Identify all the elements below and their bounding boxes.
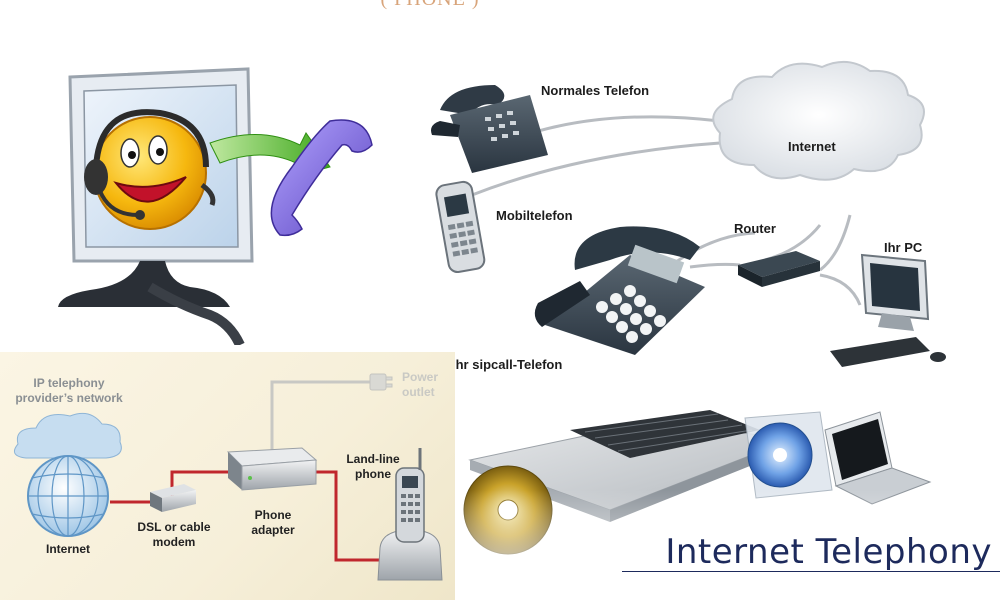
- router-icon: [738, 251, 820, 287]
- desktop-pc-icon: [830, 253, 946, 367]
- label-internet: Internet: [45, 542, 90, 556]
- voip-illustration: [30, 55, 400, 348]
- laptop-keyboard-illustration: [460, 400, 1000, 600]
- keyboard-icon: [570, 410, 760, 458]
- label-provider-network-line1: IP telephony: [33, 376, 105, 390]
- power-plug-icon: [369, 373, 393, 391]
- adapter-diagram-graphic: [13, 373, 443, 581]
- label-landline-phone-line2: phone: [355, 467, 391, 481]
- label-router: Router: [734, 221, 776, 236]
- label-provider-network-line2: provider’s network: [15, 391, 123, 405]
- label-power-outlet-line2: outlet: [402, 385, 435, 399]
- label-phone-adapter-line2: adapter: [251, 523, 295, 537]
- label-phone-adapter-line1: Phone: [254, 508, 292, 522]
- label-modem-line1: DSL or cable: [137, 520, 211, 534]
- illustration-caption: Internet Telephony: [665, 532, 992, 572]
- label-modem: DSL or cable modem: [130, 520, 218, 550]
- caption-underline: [622, 571, 1000, 572]
- connection-lines: [471, 115, 862, 306]
- label-landline-phone: Land-line phone: [338, 452, 408, 482]
- modem-icon: [150, 484, 196, 512]
- internet-cloud-icon: [712, 60, 925, 181]
- label-landline-phone-line1: Land-line: [346, 452, 400, 466]
- label-internet-cloud: Internet: [788, 139, 836, 154]
- label-normal-phone: Normales Telefon: [541, 83, 650, 98]
- phone-adapter-diagram: IP telephony provider’s network Internet…: [0, 352, 455, 600]
- sipcall-diagram-graphic: [431, 60, 946, 367]
- label-modem-line2: modem: [152, 535, 196, 549]
- cd-case-icon: [744, 411, 833, 499]
- label-power-outlet-line1: Power: [402, 370, 439, 384]
- power-cable: [270, 380, 372, 452]
- label-phone-adapter: Phone adapter: [238, 508, 308, 538]
- top-caption: ( PHONE ): [340, 0, 520, 11]
- landline-phone-icon: [377, 448, 443, 581]
- laptop-cd-graphic: [460, 410, 1000, 600]
- desk-phone-icon: [431, 85, 548, 173]
- mobile-phone-icon: [435, 180, 486, 274]
- label-power-outlet: Power outlet: [402, 370, 450, 400]
- telephone-handset-icon: [270, 119, 373, 237]
- sipcall-network-diagram: Normales Telefon Internet Mobiltelefon R…: [420, 55, 1000, 390]
- label-sip-phone: Ihr sipcall-Telefon: [452, 357, 563, 372]
- smiley-with-headset-icon: [84, 109, 216, 230]
- phone-adapter-icon: [226, 447, 318, 491]
- label-provider-network: IP telephony provider’s network: [10, 376, 128, 406]
- label-your-pc: Ihr PC: [884, 240, 923, 255]
- internet-globe-icon: [13, 412, 122, 537]
- monitor-smiley-phone-graphic: [58, 67, 373, 348]
- label-mobile-phone: Mobiltelefon: [496, 208, 573, 223]
- sip-phone-icon: [534, 226, 705, 355]
